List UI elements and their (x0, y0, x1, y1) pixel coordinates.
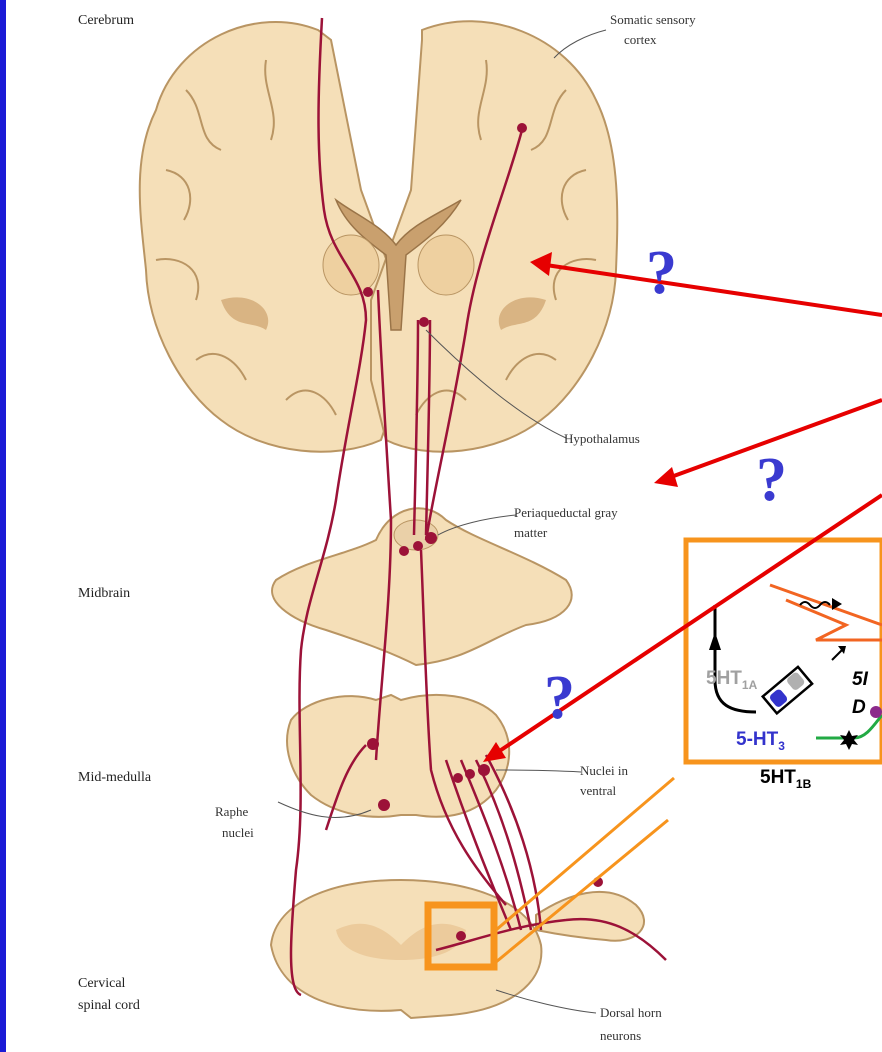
question-mark-cerebrum: ? (646, 239, 677, 307)
label-somatic-sensory: Somatic sensory (610, 12, 696, 27)
question-mark-midbrain: ? (756, 446, 787, 514)
spinal-cord-section (271, 880, 644, 1018)
thalamus-left (323, 235, 379, 295)
serotonin-pain-pathway-diagram: Cerebrum Midbrain Mid-medulla Cervical s… (6, 0, 882, 1052)
label-nuclei: nuclei (222, 825, 254, 840)
figure-canvas: Cerebrum Midbrain Mid-medulla Cervical s… (6, 0, 882, 1052)
synapse-inset: 5HT1A 5-HT3 5HT1B 5I D (686, 540, 882, 791)
question-mark-medulla: ? (544, 664, 575, 732)
label-5ht3: 5-HT3 (736, 729, 785, 753)
label-spinal-cord: spinal cord (78, 998, 140, 1013)
label-neurons: neurons (600, 1028, 641, 1043)
label-cervical: Cervical (78, 976, 126, 991)
label-hypothalamus: Hypothalamus (564, 431, 640, 446)
label-dorsal-horn: Dorsal horn (600, 1005, 662, 1020)
red-arrowhead-pag (654, 467, 678, 487)
label-nuclei-in: Nuclei in (580, 763, 629, 778)
label-cut-top: 5I (852, 669, 869, 690)
label-5ht1b: 5HT1B (760, 767, 812, 791)
thalamus-right (418, 235, 474, 295)
label-raphe: Raphe (215, 804, 248, 819)
label-mid-medulla: Mid-medulla (78, 770, 152, 785)
label-ventral: ventral (580, 783, 616, 798)
cerebrum-section (140, 21, 618, 451)
label-matter: matter (514, 525, 548, 540)
inset-purple-vesicle (870, 706, 882, 718)
label-cerebrum: Cerebrum (78, 13, 134, 28)
label-midbrain: Midbrain (78, 586, 130, 601)
label-cut-bottom: D (852, 697, 866, 718)
label-cortex: cortex (624, 32, 657, 47)
label-periaqueductal-gray: Periaqueductal gray (514, 505, 618, 520)
